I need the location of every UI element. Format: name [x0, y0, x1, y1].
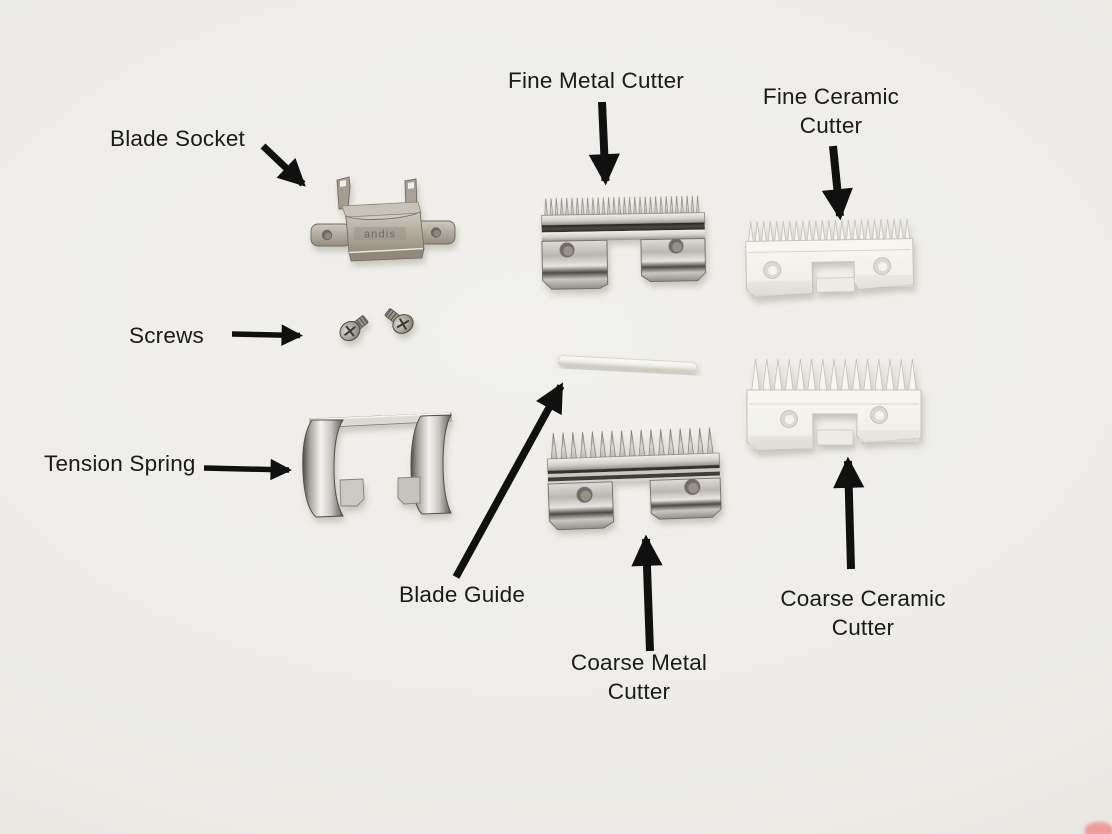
blade-socket-part: andis — [310, 176, 456, 262]
coarse-ceramic-cutter-arrow — [833, 456, 865, 570]
spring-arm — [302, 419, 344, 518]
annotation-arrows — [203, 101, 865, 652]
coarse-ceramic-cutter-label: Coarse Ceramic Cutter — [780, 585, 945, 642]
label-line: Coarse Ceramic — [780, 586, 946, 611]
coarse-metal-cutter-label: Coarse Metal Cutter — [571, 649, 707, 706]
screw — [339, 315, 369, 342]
screws-part — [339, 308, 414, 342]
cutter-teeth — [751, 358, 917, 393]
cutter-teeth — [748, 218, 911, 244]
label-line: Coarse Metal — [570, 650, 708, 675]
fine-ceramic-cutter-label: Fine Ceramic Cutter — [763, 83, 899, 140]
label-line: Cutter — [831, 614, 895, 640]
label-line: Cutter — [799, 112, 863, 138]
label-line: Cutter — [607, 678, 671, 704]
blade-guide-label: Blade Guide — [399, 582, 526, 607]
screws-label: Screws — [129, 323, 204, 348]
fine-metal-cutter-part — [541, 195, 706, 290]
screw — [384, 308, 414, 334]
fine-ceramic-cutter-arrow — [821, 145, 853, 221]
blade-guide-arrow — [452, 382, 565, 579]
fine-metal-cutter-arrow — [588, 101, 620, 186]
tension-spring-label: Tension Spring — [44, 451, 196, 476]
spring-tab — [397, 476, 421, 505]
coarse-metal-cutter-arrow — [631, 534, 663, 652]
coarse-metal-cutter-part — [546, 427, 722, 531]
label-line: Fine Ceramic — [762, 84, 900, 109]
fine-ceramic-cutter-part — [745, 218, 914, 298]
screws-arrow — [231, 324, 304, 346]
blade-guide-part — [557, 355, 698, 373]
coarse-ceramic-cutter-part — [746, 358, 922, 452]
pink-corner-mark — [1085, 822, 1112, 834]
blade-socket-arrow — [260, 143, 306, 187]
brand-stamp: andis — [364, 229, 396, 241]
spring-tab — [339, 478, 365, 507]
tension-spring-part — [302, 412, 452, 518]
blade-socket-label: Blade Socket — [110, 126, 245, 151]
fine-metal-cutter-label: Fine Metal Cutter — [508, 68, 684, 93]
tension-spring-arrow — [203, 458, 293, 481]
spring-arm — [410, 414, 452, 515]
